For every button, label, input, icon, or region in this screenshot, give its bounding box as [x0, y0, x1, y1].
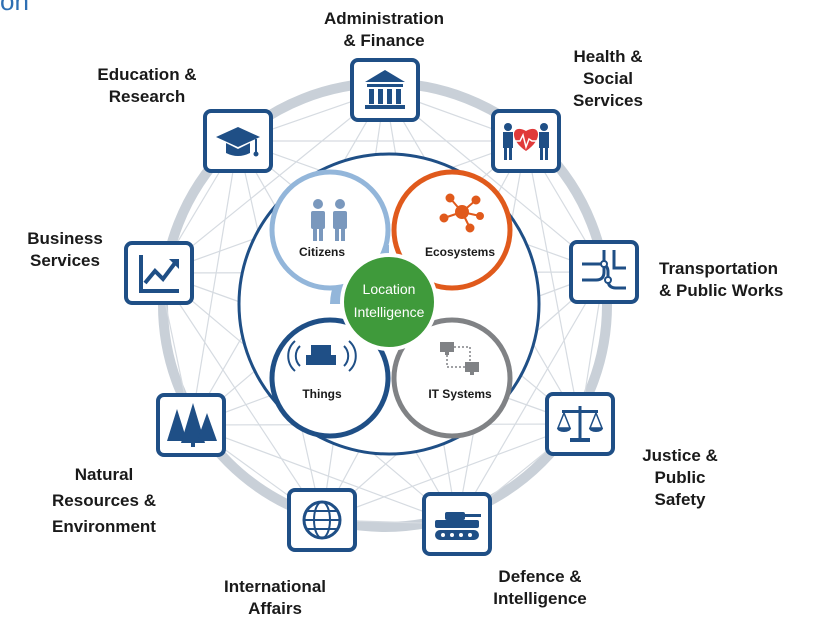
web-link [190, 140, 239, 426]
label-natural-resources: Natural Resources & Environment [24, 462, 184, 540]
label-line: Services [30, 251, 100, 270]
label-line: Health & [573, 47, 643, 66]
label-line: Education & [97, 65, 197, 84]
label-administration: Administration & Finance [304, 8, 464, 52]
center-line-1: Location [363, 281, 416, 297]
label-justice: Justice & Public Safety [620, 445, 740, 511]
label-transportation: Transportation & Public Works [659, 258, 819, 302]
trees-icon [156, 393, 226, 457]
center-line-2: Intelligence [354, 304, 425, 320]
things-label: Things [302, 387, 342, 401]
transit-map-icon [569, 240, 639, 304]
label-line: Justice & [642, 446, 718, 465]
scales-icon [545, 392, 615, 456]
web-link [158, 272, 323, 521]
label-line: Social [582, 69, 634, 88]
cropped-title-fragment: on [0, 0, 29, 16]
web-link [456, 271, 605, 525]
label-line: & Finance [343, 31, 425, 50]
tank-icon [422, 492, 492, 556]
label-line: Defence & [498, 567, 582, 586]
label-education: Education & Research [72, 64, 222, 108]
family-heart-icon [491, 109, 561, 173]
graduation-cap-icon [203, 109, 273, 173]
label-line: Environment [52, 517, 156, 536]
label-line: Business [27, 229, 103, 248]
label-line: Natural [74, 465, 134, 484]
things-icon [287, 340, 357, 372]
label-line: Public [654, 468, 706, 487]
label-line: Safety [654, 490, 706, 509]
globe-icon [287, 488, 357, 552]
domain-icon-boxes [124, 58, 639, 556]
label-line: & Public Works [659, 281, 784, 300]
citizens-icon [311, 199, 347, 241]
ecosystems-icon [439, 193, 484, 233]
web-link [525, 140, 581, 425]
label-line: Transportation [659, 259, 779, 278]
label-line: Research [108, 87, 186, 106]
label-international: International Affairs [195, 576, 355, 617]
label-line: Resources & [52, 491, 156, 510]
it-systems-icon [440, 342, 479, 375]
bank-building-icon [350, 58, 420, 122]
web-link [158, 89, 386, 274]
label-line: Administration [324, 9, 444, 28]
label-business: Business Services [10, 228, 120, 272]
growth-chart-icon [124, 241, 194, 305]
label-health: Health & Social Services [548, 46, 668, 112]
label-line: Affairs [248, 599, 302, 617]
label-line: Services [573, 91, 643, 110]
label-line: Intelligence [493, 589, 587, 608]
label-defence: Defence & Intelligence [465, 566, 615, 610]
web-link [190, 424, 458, 525]
citizens-label: Citizens [299, 245, 345, 259]
web-link [384, 89, 605, 273]
web-link [321, 423, 581, 521]
center-hub [340, 253, 438, 351]
quadrant-ecosystems [389, 169, 513, 304]
it-systems-label: IT Systems [428, 387, 492, 401]
ecosystems-label: Ecosystems [425, 245, 495, 259]
label-line: International [223, 577, 326, 596]
